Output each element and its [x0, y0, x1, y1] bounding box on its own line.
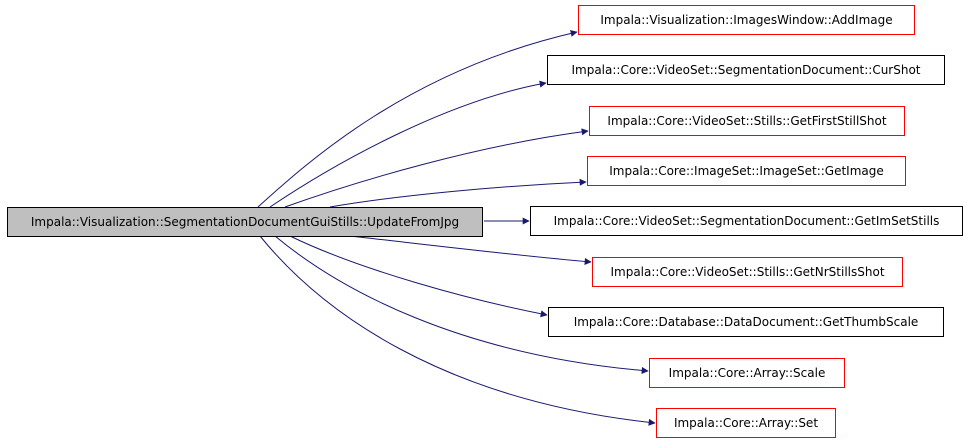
target-node-label: Impala::Core::VideoSet::Stills::GetFirst… — [607, 114, 887, 128]
target-node-set[interactable]: Impala::Core::Array::Set — [656, 408, 836, 438]
target-node-label: Impala::Core::Array::Set — [673, 416, 819, 430]
source-node-label: Impala::Visualization::SegmentationDocum… — [30, 215, 460, 229]
target-node-label: Impala::Core::Database::DataDocument::Ge… — [573, 315, 919, 329]
target-node-label: Impala::Visualization::ImagesWindow::Add… — [600, 13, 893, 27]
target-node-add-image[interactable]: Impala::Visualization::ImagesWindow::Add… — [578, 5, 915, 35]
call-edge — [269, 80, 547, 208]
target-node-label: Impala::Core::ImageSet::ImageSet::GetIma… — [609, 164, 884, 178]
call-edge — [274, 235, 649, 374]
target-node-get-first-still-shot[interactable]: Impala::Core::VideoSet::Stills::GetFirst… — [589, 106, 905, 136]
call-edge — [289, 235, 548, 318]
target-node-scale[interactable]: Impala::Core::Array::Scale — [649, 358, 845, 388]
target-node-label: Impala::Core::VideoSet::SegmentationDocu… — [571, 63, 921, 77]
target-node-get-image[interactable]: Impala::Core::ImageSet::ImageSet::GetIma… — [587, 156, 906, 186]
call-edge — [284, 128, 589, 208]
target-node-label: Impala::Core::Array::Scale — [668, 366, 826, 380]
source-node: Impala::Visualization::SegmentationDocum… — [7, 207, 483, 237]
target-node-get-nr-stills-shot[interactable]: Impala::Core::VideoSet::Stills::GetNrSti… — [592, 257, 903, 287]
target-node-cur-shot[interactable]: Impala::Core::VideoSet::SegmentationDocu… — [547, 55, 945, 85]
target-node-label: Impala::Core::VideoSet::Stills::GetNrSti… — [610, 265, 885, 279]
call-edge — [257, 29, 578, 208]
call-edge — [349, 235, 592, 265]
call-edge — [259, 235, 656, 426]
target-node-get-thumb-scale[interactable]: Impala::Core::Database::DataDocument::Ge… — [548, 307, 944, 337]
call-edge — [329, 178, 587, 208]
target-node-get-im-set-stills[interactable]: Impala::Core::VideoSet::SegmentationDocu… — [530, 206, 963, 236]
target-node-label: Impala::Core::VideoSet::SegmentationDocu… — [553, 214, 940, 228]
